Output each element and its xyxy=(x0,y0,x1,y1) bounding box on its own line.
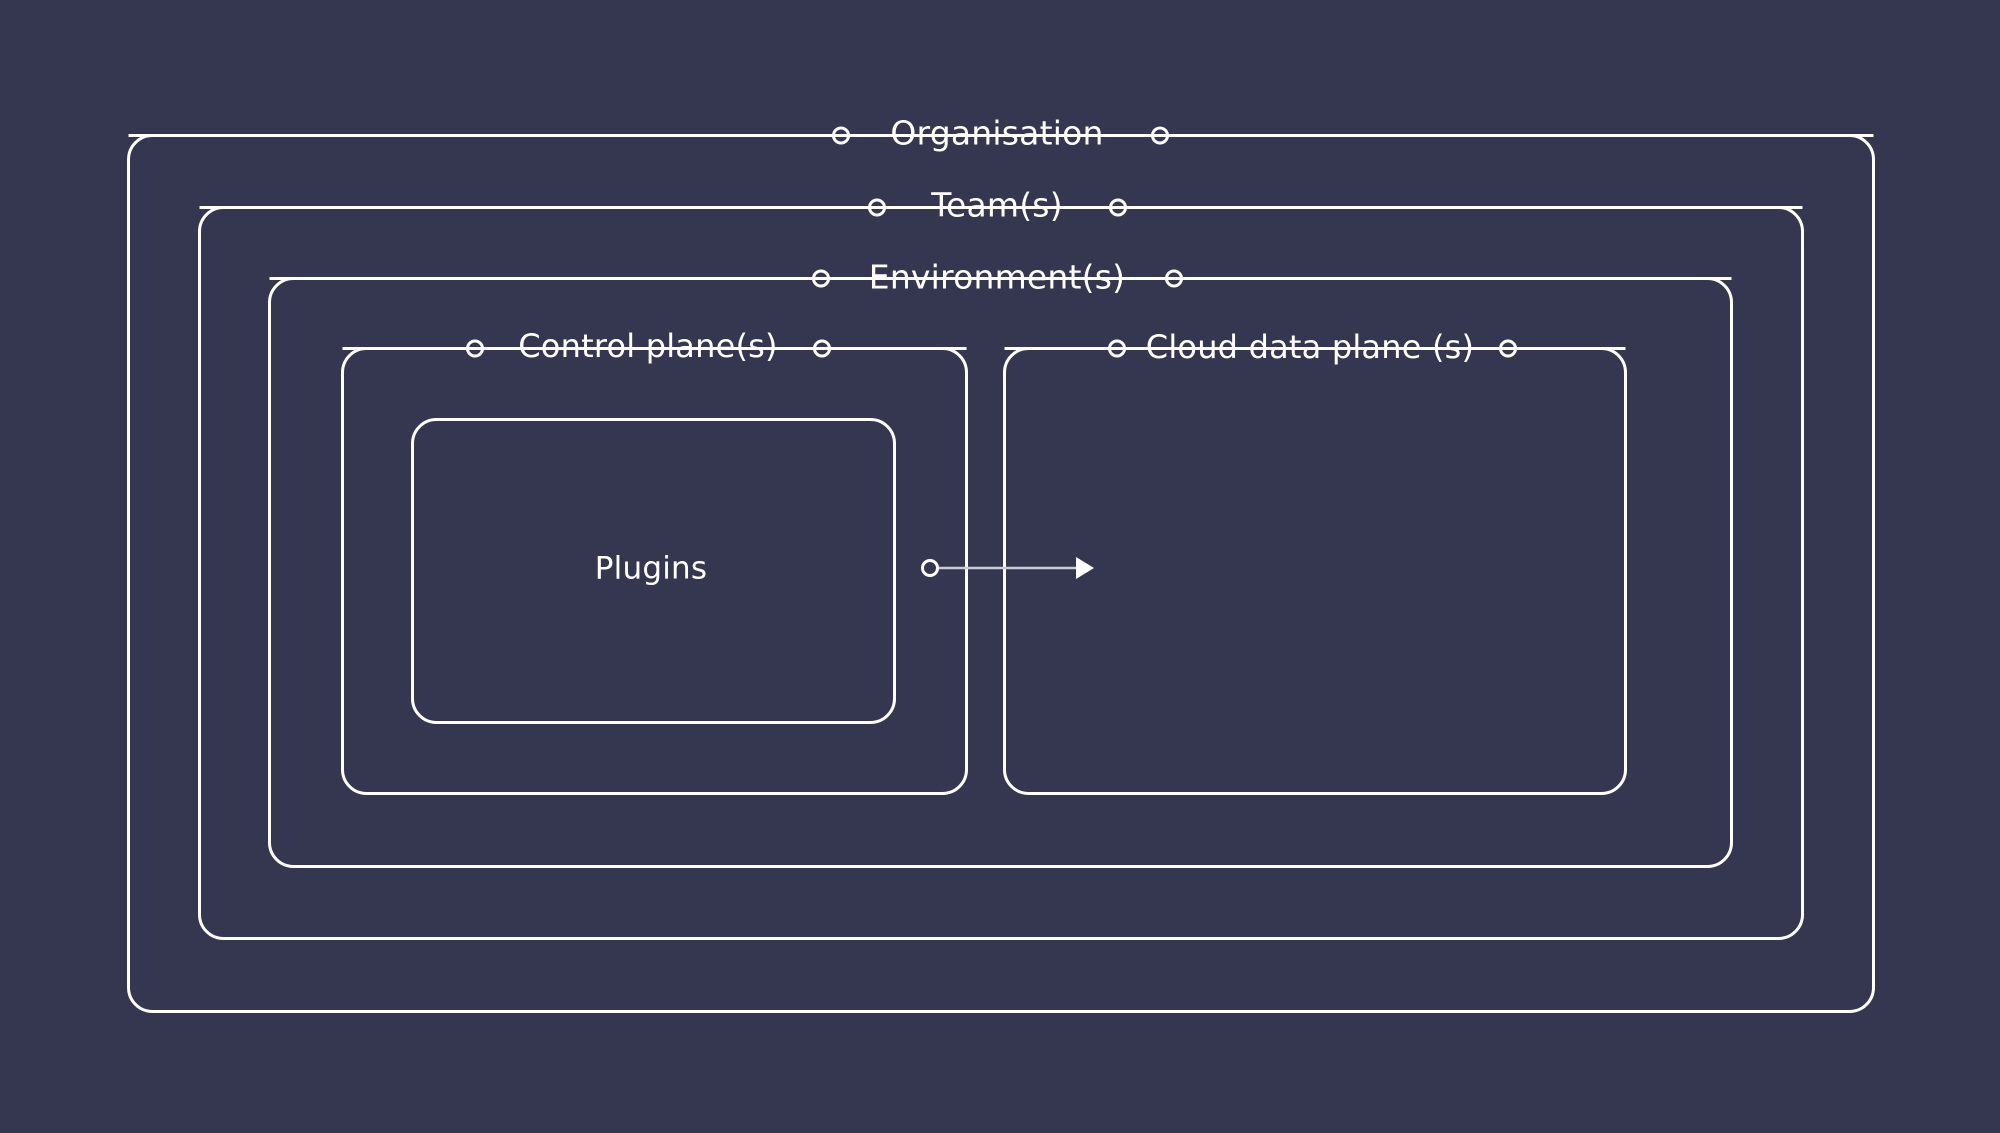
label-teams: Team(s) xyxy=(931,185,1063,225)
cloud-data-plane-box[interactable] xyxy=(1003,347,1627,795)
control-plane-box[interactable] xyxy=(341,347,968,795)
plane-control-group xyxy=(341,339,968,795)
teams-left-connector-dot xyxy=(868,198,886,217)
flow-arrowhead-icon xyxy=(1076,557,1094,579)
label-organisation: Organisation xyxy=(890,113,1104,153)
organisation-box[interactable] xyxy=(127,134,1875,1013)
environments-box[interactable] xyxy=(268,277,1733,868)
tier-environments-group xyxy=(268,269,1733,868)
plugins-to-cloud-flow-arrow xyxy=(921,557,1094,579)
cloud-data-plane-left-connector-dot xyxy=(1108,339,1126,358)
tier-organisation-group xyxy=(127,126,1875,1013)
label-control-plane: Control plane(s) xyxy=(518,327,778,365)
label-environments: Environment(s) xyxy=(868,257,1126,297)
control-plane-left-connector-dot xyxy=(466,339,484,358)
tier-teams-group xyxy=(198,198,1804,940)
plugins-group xyxy=(411,418,896,724)
organisation-left-connector-dot xyxy=(832,126,850,145)
flow-origin-dot xyxy=(921,559,939,577)
environments-left-connector-dot xyxy=(812,269,830,288)
plugins-box[interactable] xyxy=(411,418,896,724)
plane-cloud-data-group xyxy=(1003,339,1627,795)
label-cloud-data-plane: Cloud data plane (s) xyxy=(1145,328,1475,366)
label-plugins: Plugins xyxy=(594,550,708,587)
teams-box[interactable] xyxy=(198,206,1804,940)
